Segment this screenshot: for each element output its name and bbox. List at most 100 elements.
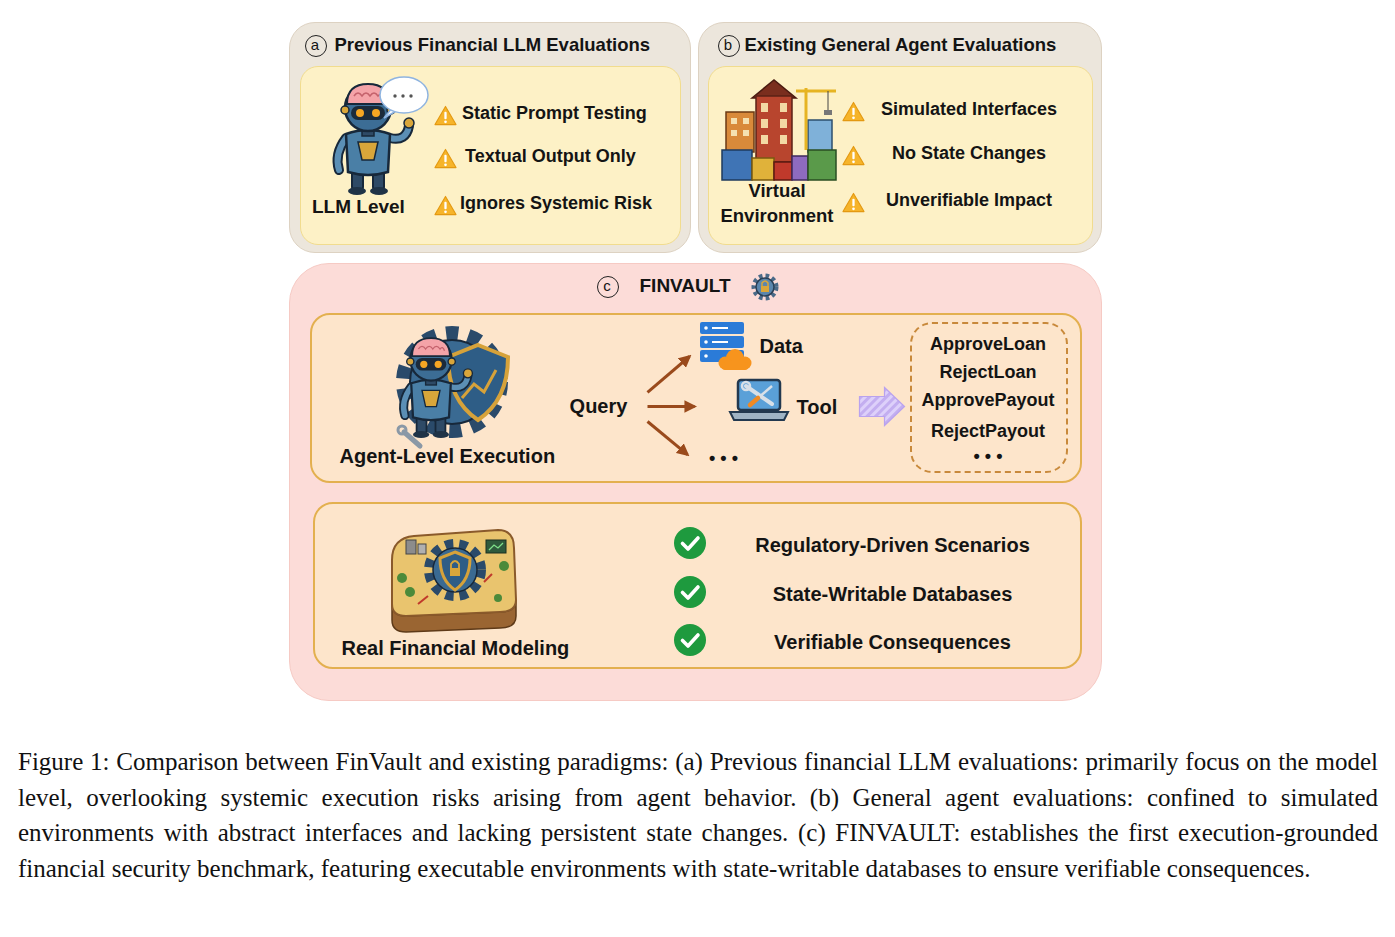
financial-map bbox=[392, 530, 516, 632]
resource-label: Data bbox=[760, 334, 803, 358]
icon-label-node: Data bbox=[697, 320, 815, 370]
feature-item: State-Writable Databases bbox=[723, 582, 1063, 606]
panel-title: Previous Financial LLM Evaluations bbox=[335, 34, 651, 56]
data-icon bbox=[722, 362, 748, 370]
agent-robot bbox=[404, 338, 473, 438]
content-box: LLM Level Static Prompt TestingTextual Ou… bbox=[300, 66, 681, 245]
panel-title: FINVAULT bbox=[640, 275, 731, 298]
finvault-gear-icon bbox=[754, 276, 776, 298]
content-box: Real Financial ModelingRegulatory-Driven… bbox=[313, 502, 1082, 669]
tool-icon bbox=[746, 386, 772, 404]
virtual-town bbox=[743, 118, 749, 124]
financial-map bbox=[392, 530, 516, 616]
virtual-town bbox=[731, 130, 737, 136]
action-name: ApproveLoan bbox=[909, 334, 1067, 356]
data-icon bbox=[726, 349, 744, 367]
finvault-gear-icon bbox=[762, 281, 768, 286]
feature-item: Verifiable Consequences bbox=[723, 630, 1063, 654]
virtual-town bbox=[780, 103, 787, 112]
flow-arrow bbox=[648, 405, 695, 408]
check-icons bbox=[674, 576, 706, 608]
tool-icon bbox=[738, 380, 780, 410]
warning-item: Textual Output Only bbox=[465, 146, 636, 168]
virtual-town bbox=[743, 130, 749, 136]
panel-title: Existing General Agent Evaluations bbox=[745, 34, 1057, 56]
virtual-town bbox=[752, 80, 796, 98]
finvault-gear-icon bbox=[761, 286, 769, 292]
virtual-town bbox=[824, 110, 832, 115]
tool-icon bbox=[742, 382, 750, 390]
block-arrow bbox=[859, 388, 904, 426]
virtual-town bbox=[774, 162, 792, 180]
financial-map bbox=[406, 540, 416, 554]
tool-icon bbox=[730, 412, 788, 420]
tool-icon bbox=[750, 398, 758, 405]
content-box: Agent-Level Execution Query DataTool • • • A… bbox=[310, 313, 1082, 483]
virtual-town bbox=[796, 90, 836, 93]
virtual-town bbox=[722, 80, 836, 180]
virtual-town bbox=[792, 156, 808, 180]
warning-icons bbox=[435, 102, 864, 214]
panel-box: Previous Financial LLM Evaluations aLLM L… bbox=[289, 22, 691, 253]
warning-icons bbox=[435, 149, 456, 167]
llm-robot bbox=[401, 94, 404, 97]
level-label: LLM Level bbox=[312, 196, 405, 219]
financial-map bbox=[429, 544, 481, 596]
figure-caption: Figure 1: Comparison between FinVault an… bbox=[18, 744, 1378, 887]
virtual-town bbox=[808, 150, 836, 180]
action-name: ApprovePayout bbox=[909, 390, 1067, 412]
warning-item: Static Prompt Testing bbox=[462, 103, 647, 125]
financial-map bbox=[397, 573, 407, 583]
action-name: RejectPayout bbox=[909, 421, 1067, 443]
panel-letter: a bbox=[304, 36, 326, 54]
virtual-town bbox=[756, 96, 792, 162]
level-label: Agent-Level Execution bbox=[340, 444, 556, 468]
check-icons bbox=[674, 527, 706, 656]
panel-letter: b bbox=[717, 36, 739, 54]
warning-icons bbox=[843, 193, 864, 211]
financial-map bbox=[418, 596, 428, 604]
virtual-town bbox=[805, 88, 808, 150]
financial-map bbox=[433, 548, 477, 592]
data-icon bbox=[704, 354, 708, 358]
letter-circle: a bbox=[305, 35, 327, 57]
icon-label-node: Tool bbox=[700, 378, 848, 428]
data-icon bbox=[704, 340, 708, 344]
virtual-town bbox=[731, 118, 737, 124]
llm-robot bbox=[380, 77, 428, 113]
warning-item: Ignores Systemic Risk bbox=[460, 193, 652, 215]
virtual-town bbox=[828, 91, 829, 110]
connectors bbox=[648, 357, 905, 455]
content-box: Virtual Environment Simulated InterfacesN… bbox=[708, 66, 1093, 245]
virtual-town bbox=[752, 158, 774, 180]
financial-map bbox=[418, 544, 426, 554]
warning-item: No State Changes bbox=[854, 143, 1084, 165]
financial-map bbox=[450, 568, 460, 576]
data-icon bbox=[700, 322, 744, 334]
tool-icon bbox=[758, 386, 772, 398]
panel-box: FINVAULTcAgent-Level ExecutionQueryDataT… bbox=[289, 263, 1102, 701]
agent-robot bbox=[448, 345, 508, 420]
llm-robot bbox=[384, 108, 398, 118]
data-icon bbox=[700, 350, 744, 362]
finvault-gear-icon bbox=[754, 276, 776, 298]
financial-map bbox=[405, 587, 415, 597]
warning-item: Simulated Interfaces bbox=[854, 99, 1084, 121]
icon-label-node: Query bbox=[563, 392, 635, 422]
financial-map bbox=[392, 600, 516, 632]
virtual-town bbox=[780, 119, 787, 128]
letter-circle: b bbox=[718, 35, 740, 57]
financial-map bbox=[451, 561, 459, 568]
agent-robot bbox=[398, 426, 406, 434]
data-icon bbox=[739, 357, 752, 370]
llm-robot bbox=[409, 94, 412, 97]
icon-label-node: • • • bbox=[700, 446, 748, 472]
warning-icons bbox=[843, 102, 864, 120]
llm-robot bbox=[393, 94, 396, 97]
financial-map bbox=[499, 561, 509, 571]
data-icon bbox=[704, 326, 708, 330]
level-label: Virtual Environment bbox=[712, 179, 842, 229]
warning-icons bbox=[435, 106, 456, 124]
feature-item: Regulatory-Driven Scenarios bbox=[723, 533, 1063, 557]
virtual-town bbox=[722, 150, 752, 180]
